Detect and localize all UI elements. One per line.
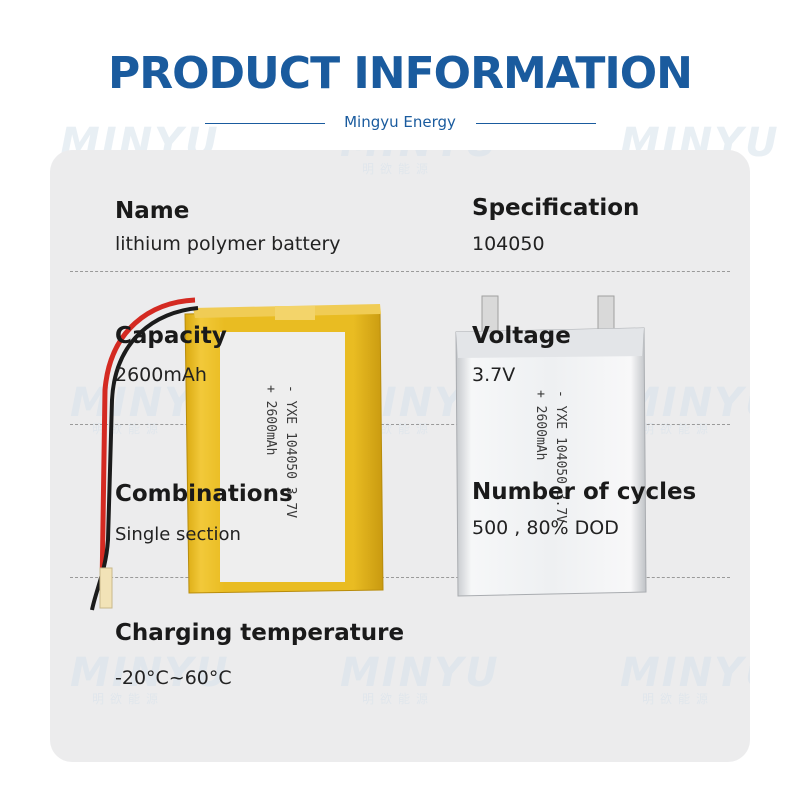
specification-label: Specification: [472, 195, 640, 221]
charging-temperature-label: Charging temperature: [115, 620, 405, 646]
specification-value: 104050: [472, 233, 545, 255]
cycles-value: 500 , 80% DOD: [472, 517, 619, 539]
subtitle: Mingyu Energy: [344, 113, 456, 131]
name-value: lithium polymer battery: [115, 233, 341, 255]
battery-print-line2: + 2600mAh: [533, 390, 548, 461]
battery-wires: [90, 297, 199, 611]
yellow-battery-image: [184, 304, 384, 594]
voltage-label: Voltage: [472, 323, 571, 349]
divider: [70, 271, 730, 272]
battery-print-line2: + 2600mAh: [263, 385, 278, 456]
subtitle-line-left: [205, 123, 325, 124]
divider: [70, 577, 730, 578]
subtitle-bar: Mingyu Energy: [0, 112, 800, 134]
name-label: Name: [115, 198, 190, 224]
combinations-label: Combinations: [115, 481, 293, 507]
page-title: PRODUCT INFORMATION: [108, 48, 693, 99]
charging-temperature-value: -20°C~60°C: [115, 667, 232, 689]
silver-battery-image: [455, 295, 647, 597]
cycles-label: Number of cycles: [472, 479, 697, 505]
divider: [70, 424, 730, 425]
voltage-value: 3.7V: [472, 364, 516, 386]
combinations-value: Single section: [115, 524, 241, 545]
capacity-value: 2600mAh: [115, 364, 207, 386]
capacity-label: Capacity: [115, 323, 227, 349]
subtitle-line-right: [476, 123, 596, 124]
